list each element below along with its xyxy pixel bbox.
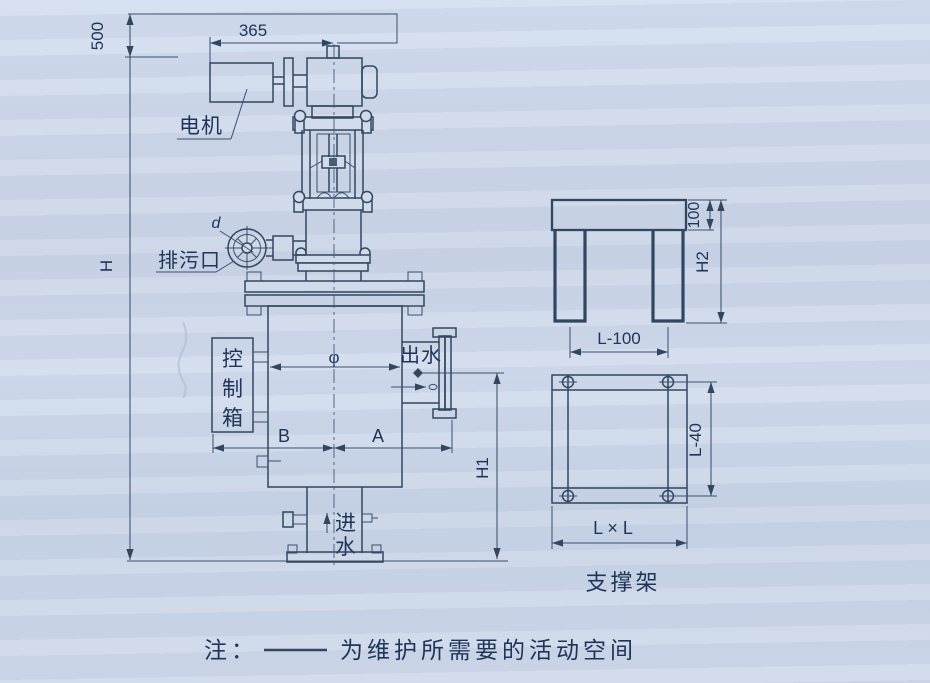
control-box: 控 制 箱	[211, 337, 269, 433]
motor-flange	[283, 57, 294, 107]
dim-lxl-label: L × L	[593, 518, 633, 538]
drain-diameter-label: d	[212, 215, 222, 232]
dim-l100-label: L-100	[597, 329, 640, 348]
outlet-label: 出水	[400, 344, 442, 367]
inlet-assembly: 进 水	[282, 487, 384, 563]
dim-365-label: 365	[239, 21, 267, 40]
dim-b-a: B A	[212, 420, 453, 453]
stem-guide	[316, 133, 351, 193]
maintenance-space-outline	[125, 13, 508, 562]
drain-port-leader	[215, 260, 235, 273]
dim-outlet-height: H1	[473, 373, 501, 559]
inlet-char: 进	[335, 512, 357, 535]
support-frame-front-view: 100 H2 L-100	[550, 198, 727, 358]
frame-top-plate	[550, 198, 688, 232]
valve-yoke	[292, 130, 374, 213]
tank-top-flange	[244, 280, 425, 293]
dim-overall-height: 500 H	[88, 13, 134, 560]
gland-packing	[316, 192, 350, 199]
flange-bolt	[359, 109, 373, 123]
dim-500-label: 500	[88, 22, 107, 50]
motor-body	[209, 62, 274, 103]
note-prefix: 注：	[204, 637, 258, 663]
control-box-char: 控	[222, 348, 244, 371]
scan-smudge	[177, 321, 188, 399]
dim-h1-label: H1	[473, 457, 492, 479]
frame-right-leg	[651, 230, 685, 323]
inlet-char: 水	[335, 536, 357, 559]
dim-100-label: 100	[686, 202, 703, 229]
control-box-char: 箱	[222, 407, 244, 430]
valve-body	[295, 210, 371, 281]
side-plug	[256, 455, 269, 468]
drain-assembly: d 排污口	[156, 215, 306, 273]
outlet-assembly: 出水	[391, 327, 504, 419]
gland-bolt	[292, 190, 306, 204]
note-line: 注： 为维护所需要的活动空间	[204, 637, 637, 663]
drain-neck	[272, 235, 294, 261]
dim-h2-label: H2	[693, 251, 712, 273]
dim-h-label: H	[97, 260, 116, 272]
flow-marker	[413, 368, 423, 378]
inlet-side-nozzle	[282, 511, 294, 528]
actuator-assembly	[292, 45, 378, 134]
control-box-char: 制	[222, 378, 244, 401]
drain-port-label: 排污口	[158, 249, 221, 272]
dim-body-diameter: φ	[270, 348, 400, 371]
drain-diameter-leader	[219, 230, 254, 253]
motor-label: 电机	[179, 115, 223, 138]
note-text: 为维护所需要的活动空间	[340, 637, 637, 663]
motor-assembly: 电机	[177, 57, 307, 140]
base-plate	[286, 551, 384, 563]
actuator-stem	[326, 45, 340, 59]
stem-nut	[321, 155, 346, 169]
lower-valve-flange	[295, 254, 371, 264]
frame-left-leg	[553, 230, 587, 323]
dim-actuator-clearance: 365	[209, 21, 333, 63]
gland-bolt	[360, 190, 374, 204]
support-frame-label: 支撑架	[585, 570, 660, 595]
frame-bolt-holes	[559, 375, 677, 503]
support-frame-plan-view: L-40 L × L 支撑架	[551, 374, 717, 595]
flange-bolt	[293, 109, 307, 123]
actuator-cap	[361, 65, 378, 99]
drain-handwheel	[227, 228, 267, 268]
tank-assembly	[244, 271, 425, 488]
control-box-body	[211, 337, 254, 433]
actuator-body	[306, 57, 363, 107]
motor-leader	[230, 88, 248, 140]
mounting-flange	[292, 116, 374, 131]
frame-plan-outline	[551, 374, 688, 504]
tank-body	[267, 305, 403, 488]
dim-l40-label: L-40	[686, 423, 705, 457]
actuator-base	[311, 105, 354, 119]
gland-flange	[294, 197, 372, 211]
dim-a-label: A	[372, 426, 384, 446]
dim-b-label: B	[278, 426, 290, 446]
